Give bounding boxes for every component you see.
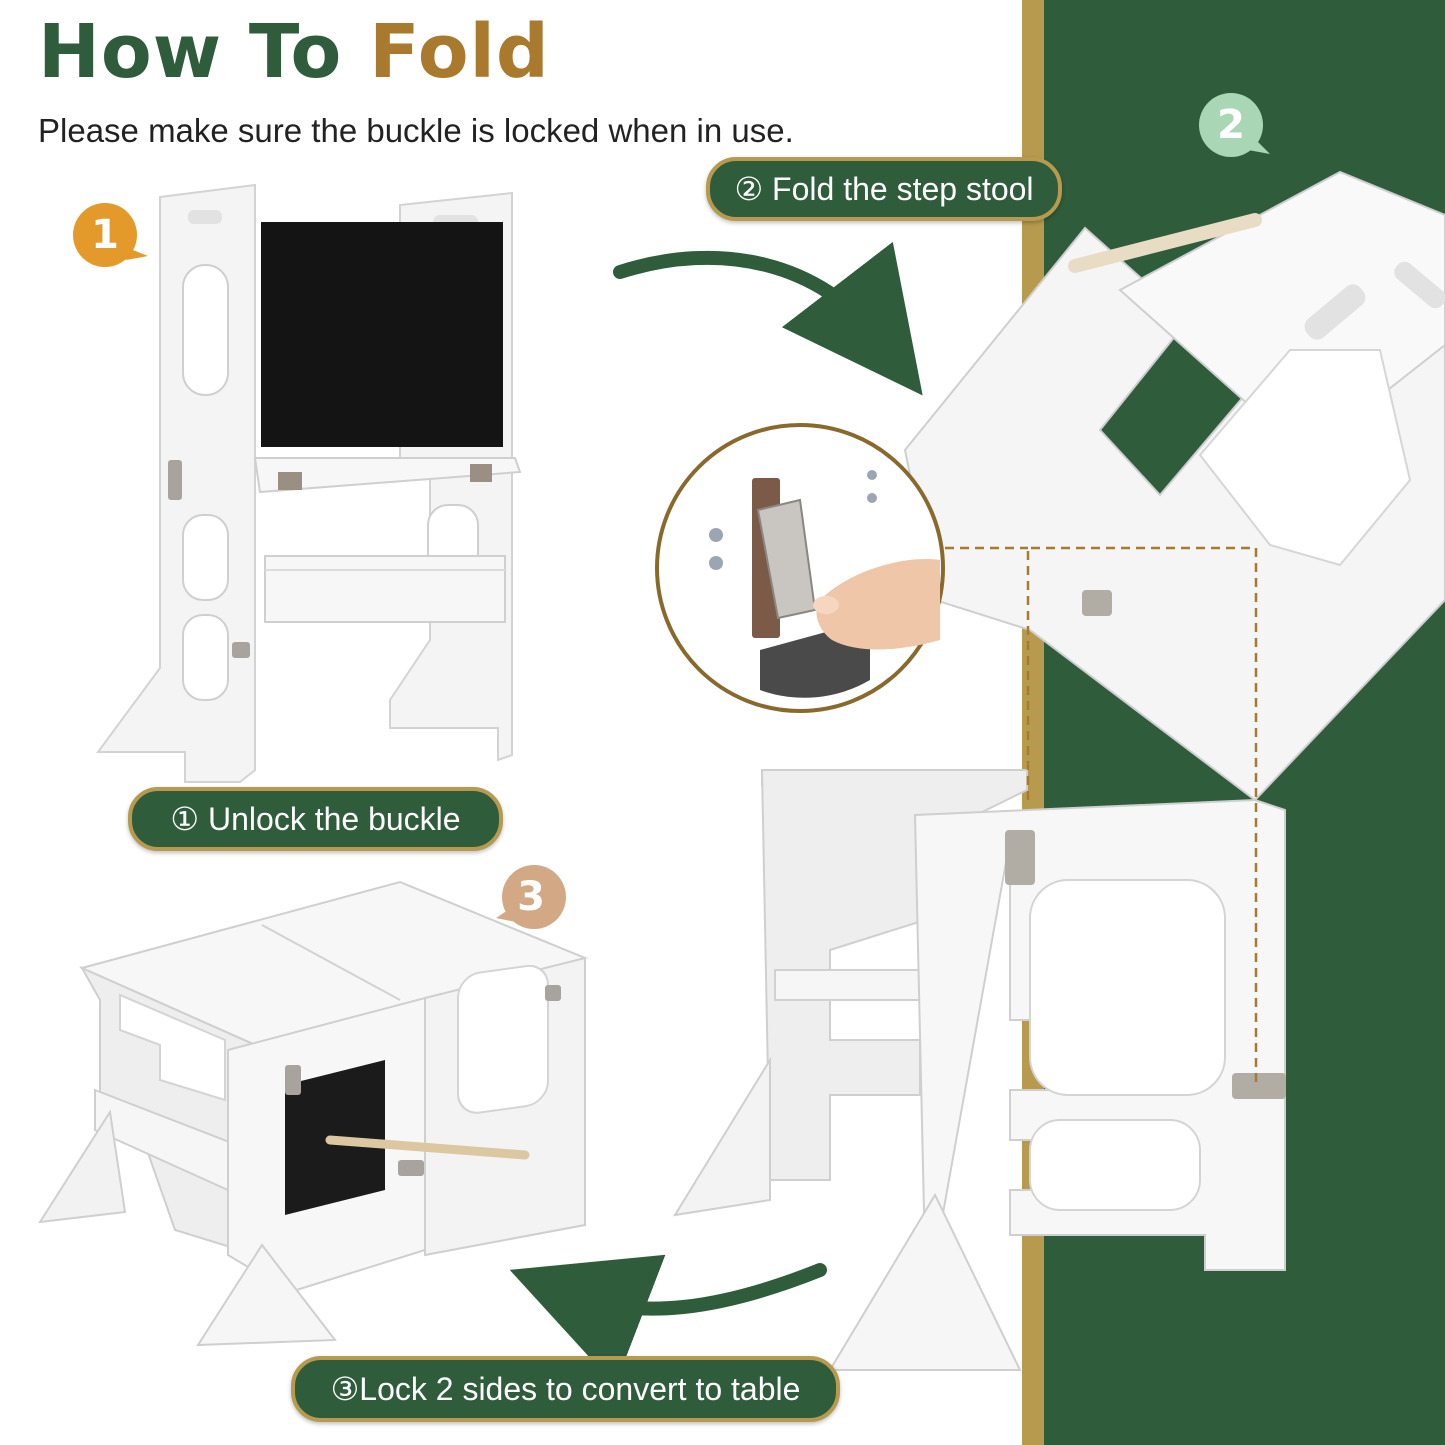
- step-3-number: 3: [517, 874, 545, 920]
- speech-bubble-icon: [1199, 93, 1270, 157]
- step-3-label: ③Lock 2 sides to convert to table: [291, 1356, 840, 1422]
- step-2-label: ② Fold the step stool: [706, 157, 1062, 221]
- step-3-badge: 3: [496, 862, 566, 932]
- title-part-brown: Fold: [369, 9, 550, 95]
- table-mode-illustration: [38, 880, 589, 1347]
- curved-arrow-icon: [613, 241, 923, 396]
- title-part-green: How To: [38, 9, 343, 95]
- safety-note: Please make sure the buckle is locked wh…: [38, 112, 794, 149]
- step-1-badge: 1: [70, 200, 148, 270]
- curved-arrow-icon: [509, 1254, 827, 1386]
- page-title: How To Fold: [38, 9, 550, 95]
- step-1-label: ① Unlock the buckle: [128, 787, 503, 851]
- step-2-number: 2: [1217, 102, 1245, 148]
- speech-bubble-icon: [73, 203, 148, 267]
- speech-bubble-icon: [496, 865, 566, 929]
- step-1-number: 1: [91, 212, 119, 258]
- folding-stool-illustration: [655, 170, 1445, 1371]
- step-2-badge: 2: [1196, 90, 1270, 160]
- learning-tower-illustration: [96, 183, 522, 783]
